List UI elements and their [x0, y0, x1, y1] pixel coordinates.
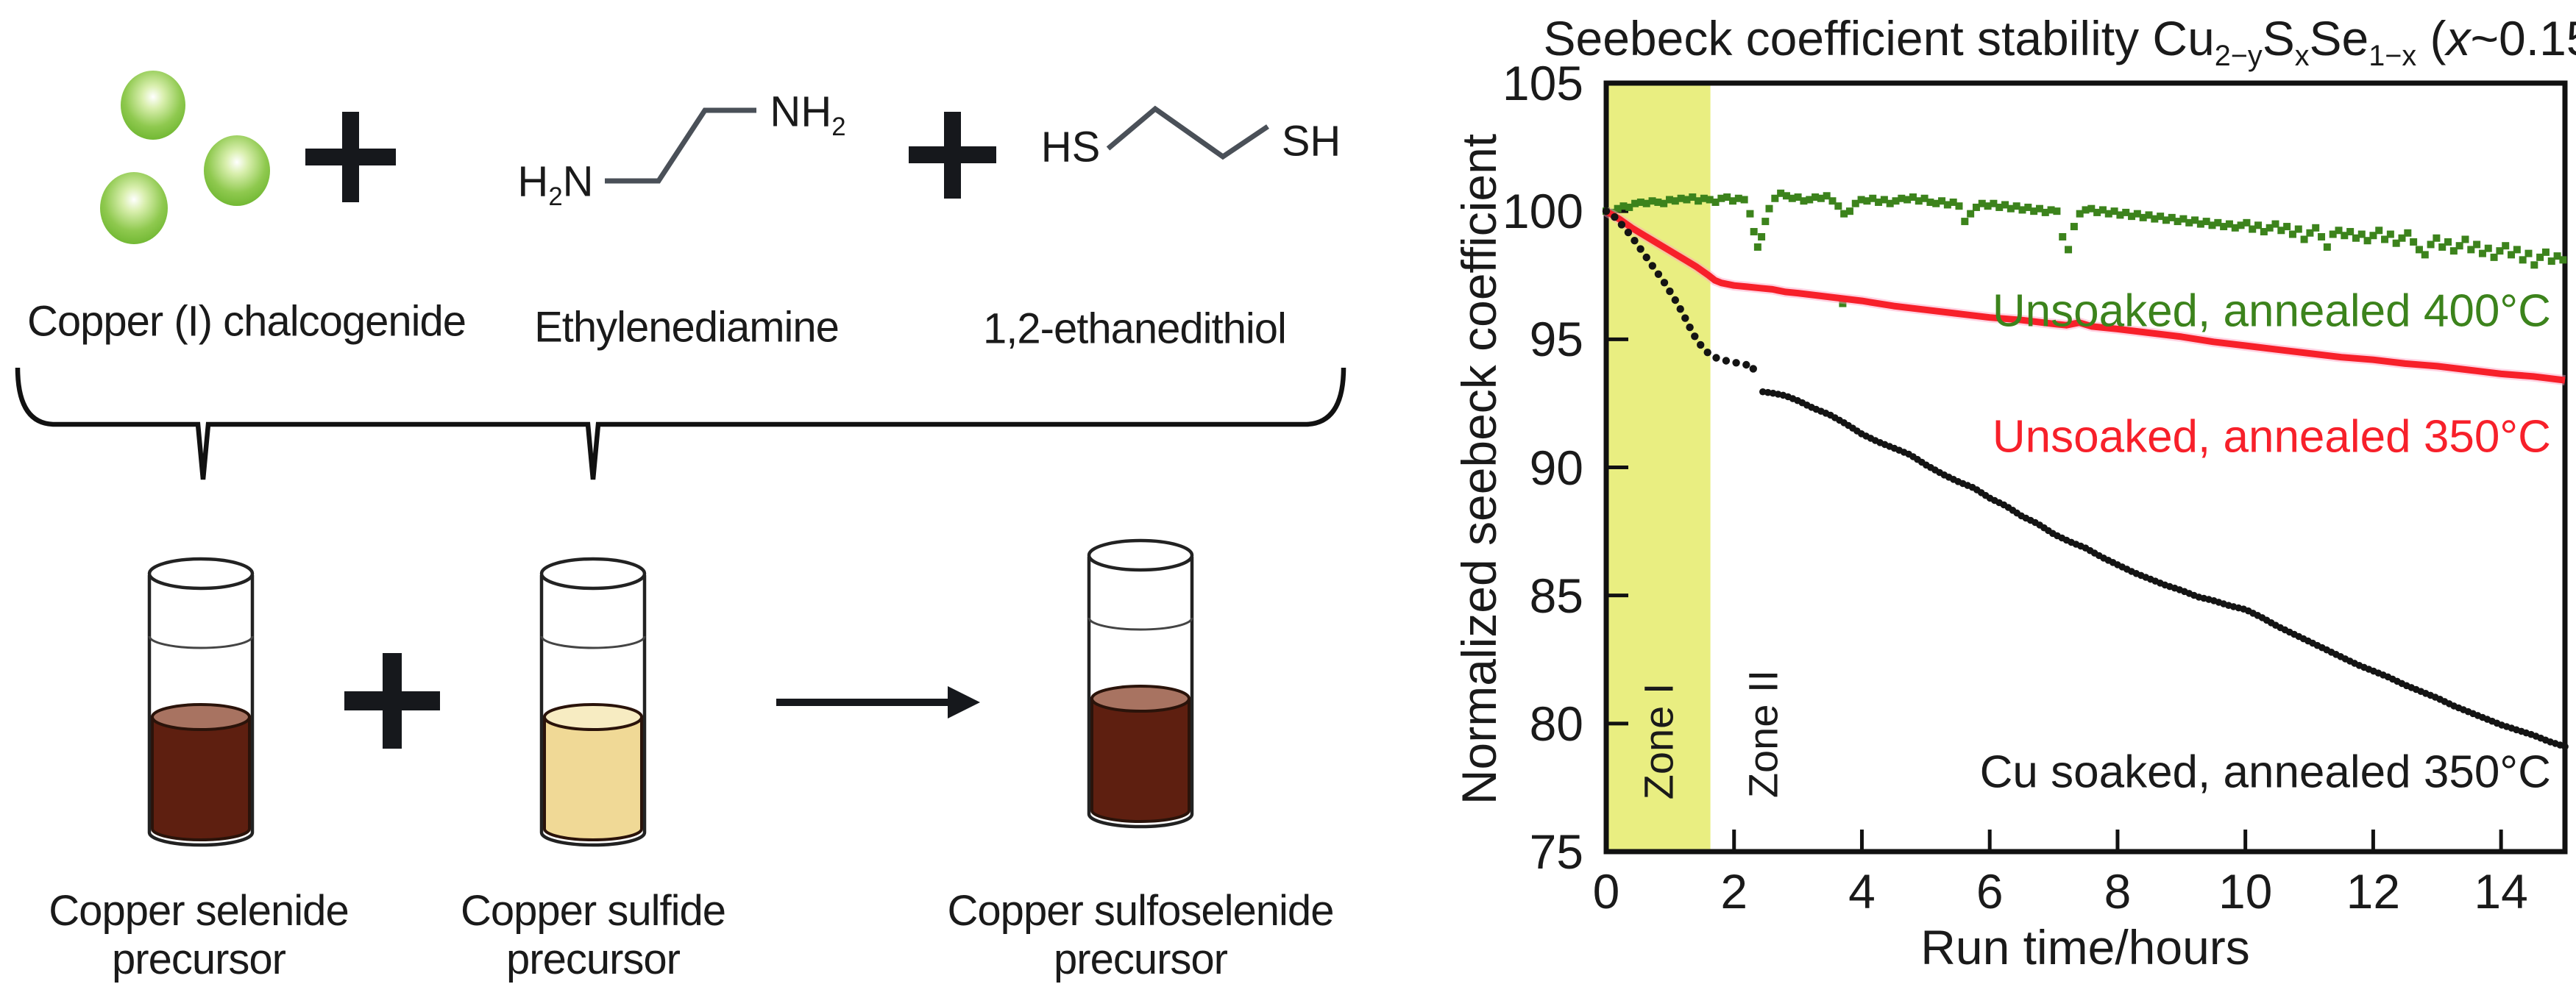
copper-chalcogenide-spheres	[100, 71, 270, 244]
zone-label: Zone II	[1739, 670, 1786, 798]
series-annotation: Cu soaked, annealed 350°C	[1980, 746, 2551, 799]
ethylenediamine-bonds	[605, 110, 756, 181]
y-tick-label: 100	[1502, 183, 1583, 239]
sh-label: SH	[1282, 117, 1341, 166]
x-tick-label: 10	[2218, 863, 2272, 919]
sphere-icon	[121, 71, 185, 140]
liquid-surface	[1092, 686, 1189, 711]
reagent-label-chalcogenide: Copper (I) chalcogenide	[27, 297, 466, 346]
liquid-surface	[152, 705, 249, 730]
ethanedithiol-bonds	[1108, 109, 1268, 157]
plus-icon	[305, 112, 396, 202]
y-axis-label: Normalized seebeck coefficient	[1451, 134, 1507, 805]
x-tick-label: 6	[1976, 863, 2004, 919]
zone-label: Zone I	[1635, 683, 1683, 800]
vial-rim	[542, 559, 645, 588]
y-tick-label: 75	[1530, 824, 1583, 880]
chart-title: Seebeck coefficient stability Cu2−ySxSe1…	[1544, 10, 2576, 66]
reagent-label-ethanedithiol: 1,2-ethanedithiol	[983, 304, 1286, 354]
vial	[1089, 541, 1192, 827]
series-annotation: Unsoaked, annealed 350°C	[1993, 410, 2551, 463]
series-annotation: Unsoaked, annealed 400°C	[1993, 285, 2551, 338]
vials	[149, 541, 1192, 845]
x-axis-label: Run time/hours	[1920, 919, 2250, 975]
y-tick-label: 80	[1530, 696, 1583, 752]
brace	[18, 368, 1344, 479]
sphere-icon	[204, 135, 270, 206]
nh2-label: NH2	[770, 88, 845, 137]
sphere-icon	[100, 172, 168, 244]
h2n-label: H2N	[517, 157, 593, 207]
x-tick-label: 0	[1593, 863, 1620, 919]
vial-rim	[149, 559, 252, 588]
x-tick-label: 8	[2104, 863, 2132, 919]
plus-icon	[344, 653, 440, 749]
x-tick-label: 2	[1720, 863, 1748, 919]
vial	[542, 559, 645, 845]
plus-icon	[909, 112, 996, 199]
x-tick-label: 4	[1848, 863, 1876, 919]
reagent-label-ethylenediamine: Ethylenediamine	[534, 303, 839, 352]
liquid-surface	[544, 705, 642, 730]
y-tick-label: 90	[1530, 440, 1583, 496]
arrow-icon	[776, 686, 980, 719]
x-tick-label: 14	[2474, 863, 2527, 919]
vial-rim	[1089, 541, 1192, 570]
y-tick-label: 95	[1530, 311, 1583, 367]
x-tick-label: 12	[2346, 863, 2400, 919]
hs-label: HS	[1041, 123, 1101, 172]
y-tick-label: 105	[1502, 55, 1583, 111]
vial	[149, 559, 252, 845]
y-tick-label: 85	[1530, 568, 1583, 624]
